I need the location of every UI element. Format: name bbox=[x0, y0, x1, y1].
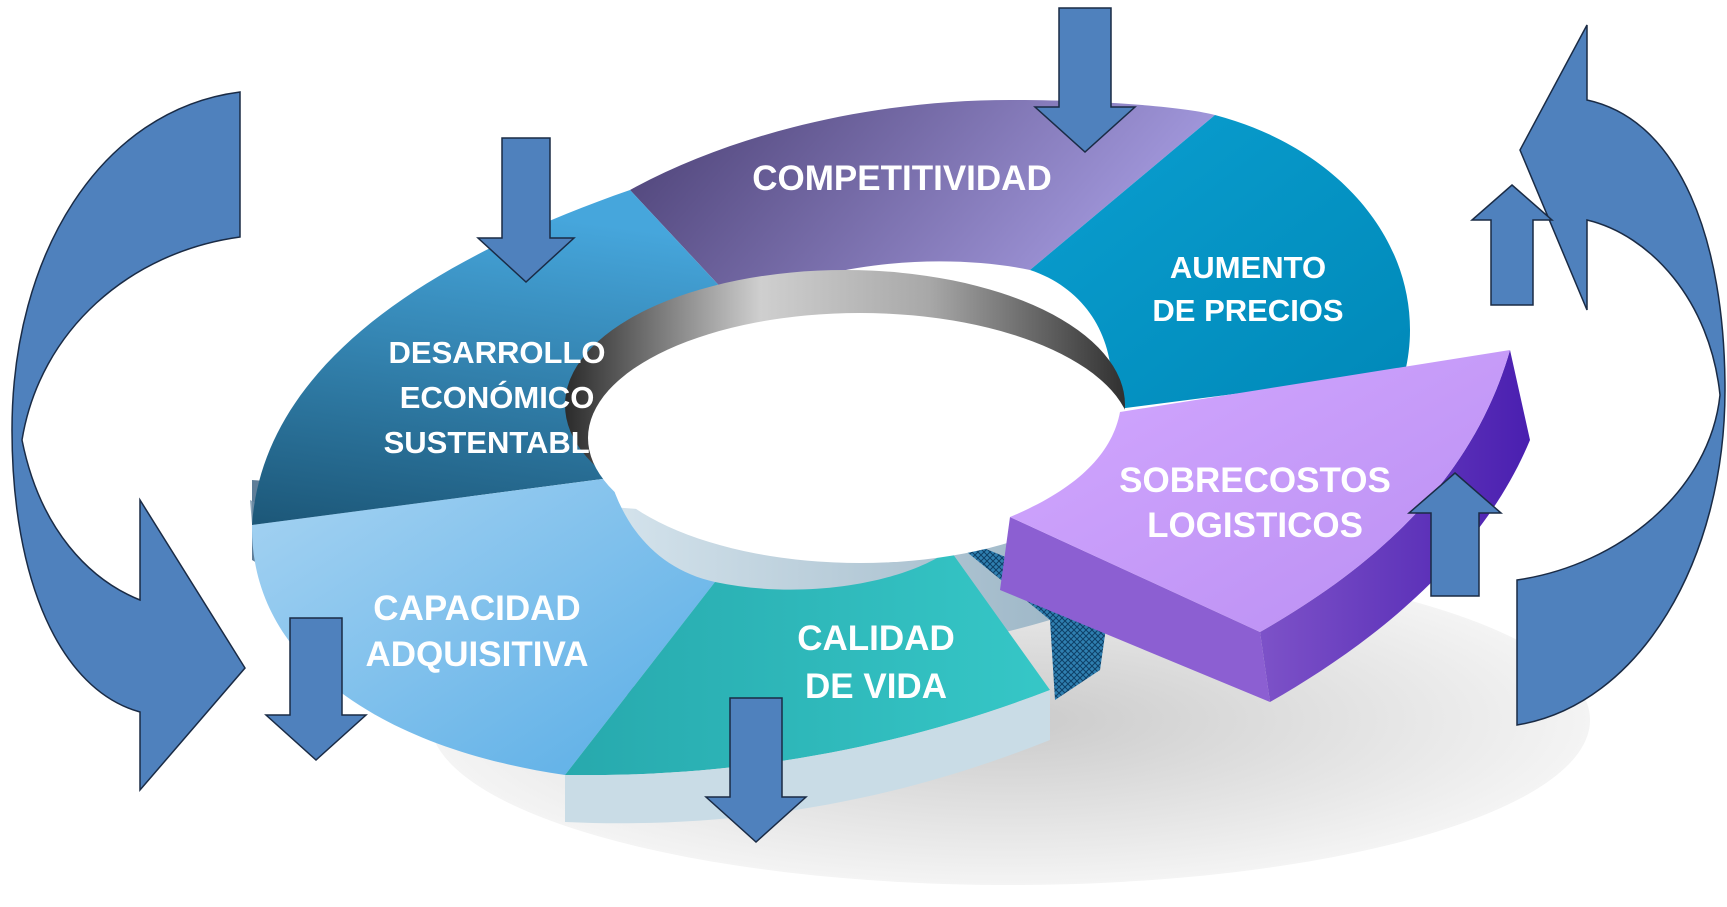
straight-arrows bbox=[264, 7, 1554, 844]
arrow-up-icon-aumento-de-precios bbox=[1470, 184, 1554, 306]
ring-hole bbox=[588, 313, 1132, 563]
segment-capacidad-shape bbox=[251, 478, 715, 775]
curved-arrow-right bbox=[1516, 24, 1726, 726]
segment-label-line: DE PRECIOS bbox=[1152, 293, 1343, 328]
curved-arrow-left bbox=[11, 91, 246, 793]
segment-calidad-shape bbox=[565, 550, 1050, 776]
segment-calidad-rim bbox=[565, 690, 1050, 824]
segment-sobrecostos-side bbox=[1260, 350, 1530, 702]
arrow-down-icon-desarrollo-economico-sustentable bbox=[476, 137, 576, 284]
segment-label-line: SOBRECOSTOS bbox=[1119, 461, 1391, 500]
segment-label-competitividad: COMPETITIVIDAD bbox=[752, 159, 1051, 198]
segment-competitividad-shape bbox=[630, 100, 1215, 308]
segment-label-desarrollo-economico-sustentable: DESARROLLO ECONÓMICO SUSTENTABLE bbox=[384, 335, 611, 460]
segment-label-calidad-de-vida: CALIDAD DE VIDA bbox=[797, 619, 954, 706]
segment-label-line: ECONÓMICO bbox=[400, 379, 595, 415]
segment-label-line: CAPACIDAD bbox=[373, 589, 580, 628]
segment-desarrollo-shape bbox=[252, 190, 740, 525]
segment-aumento-shape bbox=[1030, 115, 1410, 410]
segment-label-line: AUMENTO bbox=[1170, 250, 1326, 285]
segment-label-line: ADQUISITIVA bbox=[366, 635, 589, 674]
arrow-down-icon-calidad-de-vida bbox=[704, 697, 808, 844]
arrow-up-icon-sobrecostos-logisticos bbox=[1406, 472, 1504, 597]
segment-label-capacidad-adquisitiva: CAPACIDAD ADQUISITIVA bbox=[366, 589, 589, 674]
segment-labels: COMPETITIVIDAD AUMENTO DE PRECIOS SOBRECOST… bbox=[366, 159, 1391, 706]
segment-label-line: DE VIDA bbox=[805, 667, 947, 706]
segment-sobrecostos-shape bbox=[1010, 350, 1510, 632]
segment-label-line: SUSTENTABLE bbox=[384, 425, 611, 460]
segment-label-line: CALIDAD bbox=[797, 619, 954, 658]
arrow-down-icon-capacidad-adquisitiva bbox=[264, 617, 368, 762]
segment-label-sobrecostos-logisticos: SOBRECOSTOS LOGISTICOS bbox=[1119, 461, 1391, 545]
ring-rim-hatch bbox=[940, 530, 1110, 700]
segment-label-line: LOGISTICOS bbox=[1147, 506, 1363, 545]
arrow-down-icon-competitividad bbox=[1033, 7, 1137, 154]
segment-label-line: DESARROLLO bbox=[389, 335, 606, 370]
segment-sobrecostos-front bbox=[1000, 517, 1270, 702]
segment-label-aumento-de-precios: AUMENTO DE PRECIOS bbox=[1152, 250, 1343, 328]
segment-label-line: COMPETITIVIDAD bbox=[752, 159, 1051, 198]
